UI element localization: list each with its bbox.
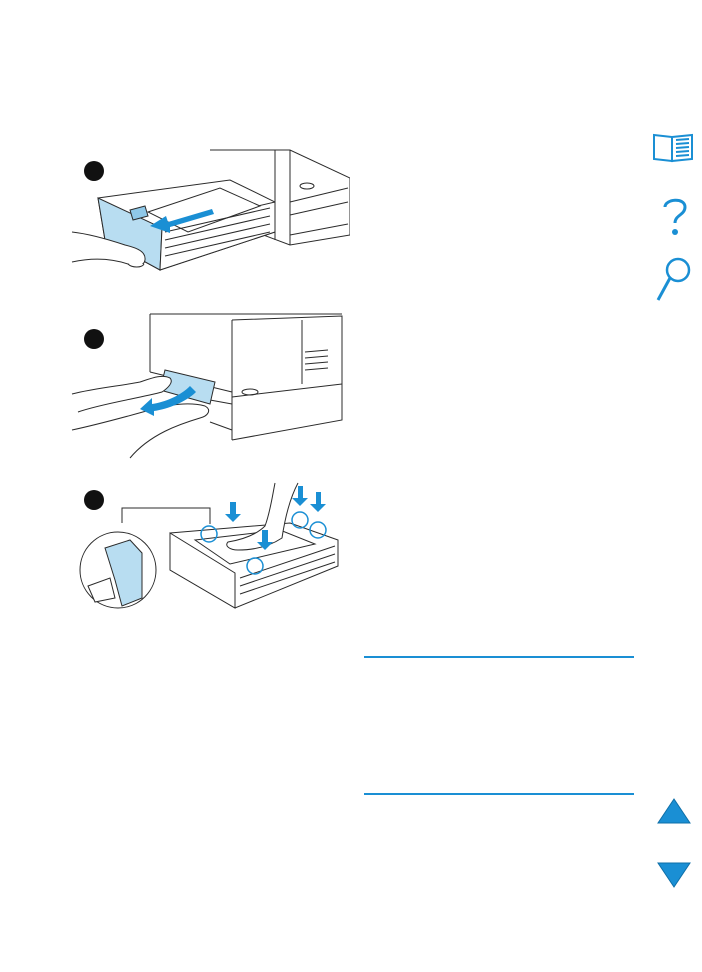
search-button[interactable] bbox=[654, 256, 692, 302]
figure-2-remove-jammed-paper bbox=[70, 312, 350, 462]
paper-tray-icon bbox=[169, 511, 339, 609]
pull-arrow-icon bbox=[150, 209, 214, 233]
figure-2-drawing bbox=[71, 313, 343, 459]
step-2-marker bbox=[84, 329, 104, 349]
hands-icon bbox=[71, 375, 210, 459]
step-3-marker bbox=[84, 490, 104, 510]
figure-3-drawing bbox=[79, 482, 339, 609]
tab-callout-icon bbox=[79, 531, 157, 609]
down-arrow-icons bbox=[225, 486, 326, 550]
paper-tray-icon bbox=[97, 179, 276, 271]
figure-1-remove-tray bbox=[70, 140, 350, 300]
callout-connector-icon bbox=[121, 507, 211, 524]
curved-arrow-icon bbox=[140, 386, 196, 416]
next-page-button[interactable] bbox=[656, 861, 692, 889]
printer-icon bbox=[209, 149, 350, 246]
section-divider-top bbox=[364, 656, 634, 658]
magnifier-icon bbox=[656, 257, 691, 301]
up-triangle-icon bbox=[657, 798, 691, 824]
contents-button[interactable] bbox=[652, 131, 694, 165]
section-divider-bottom bbox=[364, 793, 634, 795]
hand-icon bbox=[226, 482, 299, 551]
down-triangle-icon bbox=[657, 862, 691, 888]
figure-3-press-paper-down bbox=[70, 478, 350, 618]
book-icon bbox=[653, 133, 693, 163]
help-button[interactable] bbox=[660, 195, 690, 237]
previous-page-button[interactable] bbox=[656, 797, 692, 825]
hand-icon bbox=[71, 231, 146, 268]
figure-1-drawing bbox=[71, 149, 350, 271]
step-1-marker bbox=[84, 161, 104, 181]
question-mark-icon bbox=[663, 198, 687, 235]
